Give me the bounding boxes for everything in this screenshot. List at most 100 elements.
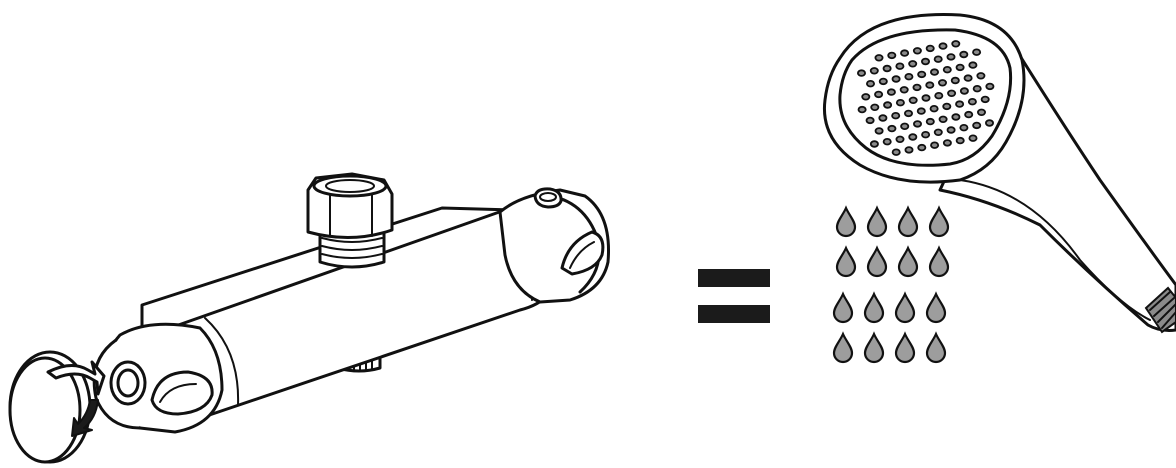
- spray-nozzle: [884, 66, 891, 72]
- water-drop: [899, 208, 917, 236]
- spray-nozzle: [918, 72, 925, 78]
- spray-nozzle: [910, 98, 917, 104]
- water-drop: [899, 248, 917, 276]
- spray-nozzle: [892, 113, 899, 119]
- spray-nozzle: [876, 128, 883, 134]
- spray-nozzle: [969, 62, 976, 68]
- water-drop: [868, 248, 886, 276]
- spray-nozzle: [879, 115, 886, 121]
- spray-nozzle: [914, 48, 921, 54]
- spray-nozzle: [944, 140, 951, 146]
- spray-nozzle: [875, 92, 882, 98]
- water-drops-icon: [834, 208, 948, 362]
- spray-nozzle: [935, 93, 942, 99]
- spray-nozzle: [965, 112, 972, 118]
- spray-nozzle: [986, 84, 993, 90]
- hand-shower-head-icon: [824, 15, 1176, 332]
- temperature-knob: [500, 189, 609, 302]
- spray-nozzle: [918, 145, 925, 151]
- spray-nozzle: [960, 125, 967, 131]
- spray-nozzle: [922, 95, 929, 101]
- spray-nozzle: [897, 100, 904, 106]
- rotate-clockwise-arrow-icon: [10, 352, 104, 462]
- spray-nozzle: [978, 110, 985, 116]
- spray-nozzle: [922, 59, 929, 65]
- spray-nozzle: [952, 78, 959, 84]
- spray-nozzle: [948, 127, 955, 133]
- spray-nozzle: [973, 123, 980, 129]
- spray-nozzle: [871, 141, 878, 147]
- spray-nozzle: [969, 99, 976, 105]
- spray-nozzle: [935, 130, 942, 136]
- spray-nozzle: [905, 147, 912, 153]
- spray-nozzle: [913, 85, 920, 91]
- spray-nozzle: [948, 91, 955, 97]
- water-drop: [927, 334, 945, 362]
- water-drop: [837, 208, 855, 236]
- spray-nozzle: [871, 105, 878, 111]
- spray-nozzle: [952, 41, 959, 47]
- spray-nozzle: [888, 89, 895, 95]
- water-drop: [930, 248, 948, 276]
- spray-nozzle: [931, 106, 938, 112]
- spray-nozzle: [931, 69, 938, 75]
- spray-nozzle: [973, 49, 980, 55]
- spray-nozzle: [896, 63, 903, 69]
- spray-nozzle: [871, 68, 878, 74]
- equals-sign-icon: [698, 269, 770, 323]
- spray-nozzle: [957, 138, 964, 144]
- spray-nozzle: [909, 61, 916, 67]
- spray-nozzle: [914, 121, 921, 127]
- top-inlet-nut: [308, 174, 392, 267]
- spray-nozzle: [939, 43, 946, 49]
- water-drop: [927, 294, 945, 322]
- spray-nozzle: [960, 52, 967, 58]
- spray-nozzle: [905, 74, 912, 80]
- spray-nozzle: [957, 65, 964, 71]
- spray-nozzle: [935, 56, 942, 62]
- spray-nozzle: [884, 139, 891, 145]
- spray-nozzle: [926, 82, 933, 88]
- water-drop: [834, 294, 852, 322]
- spray-nozzle: [961, 88, 968, 94]
- spray-nozzle: [944, 67, 951, 73]
- spray-nozzle: [880, 79, 887, 85]
- spray-nozzle: [896, 137, 903, 143]
- spray-nozzle: [893, 76, 900, 82]
- spray-nozzle: [918, 108, 925, 114]
- water-drop: [896, 334, 914, 362]
- spray-nozzle: [974, 86, 981, 92]
- spray-nozzle: [922, 132, 929, 138]
- spray-nozzle: [859, 107, 866, 113]
- spray-nozzle: [862, 94, 869, 100]
- spray-nozzle: [986, 120, 993, 126]
- spray-nozzle: [943, 104, 950, 110]
- water-drop: [865, 294, 883, 322]
- spray-nozzle: [965, 75, 972, 81]
- spray-nozzle: [858, 70, 865, 76]
- spray-nozzle: [977, 73, 984, 79]
- spray-nozzle: [982, 97, 989, 103]
- spray-nozzle: [884, 102, 891, 108]
- spray-nozzle: [909, 134, 916, 140]
- spray-nozzle: [939, 80, 946, 86]
- spray-nozzle: [952, 114, 959, 120]
- water-drop: [896, 294, 914, 322]
- spray-nozzle: [931, 142, 938, 148]
- spray-nozzle: [901, 87, 908, 93]
- flow-knob: [94, 324, 222, 432]
- spray-nozzle: [927, 46, 934, 52]
- thermostatic-mixer-valve-icon: [94, 174, 608, 432]
- spray-nozzle: [927, 119, 934, 125]
- spray-nozzle: [875, 55, 882, 61]
- spray-nozzle: [867, 81, 874, 87]
- water-drop: [930, 208, 948, 236]
- spray-nozzle: [947, 54, 954, 60]
- spray-nozzle: [969, 135, 976, 141]
- spray-nozzle: [867, 118, 874, 124]
- spray-nozzle: [901, 50, 908, 56]
- water-drop: [837, 248, 855, 276]
- spray-nozzle: [940, 117, 947, 123]
- spray-nozzle: [893, 149, 900, 155]
